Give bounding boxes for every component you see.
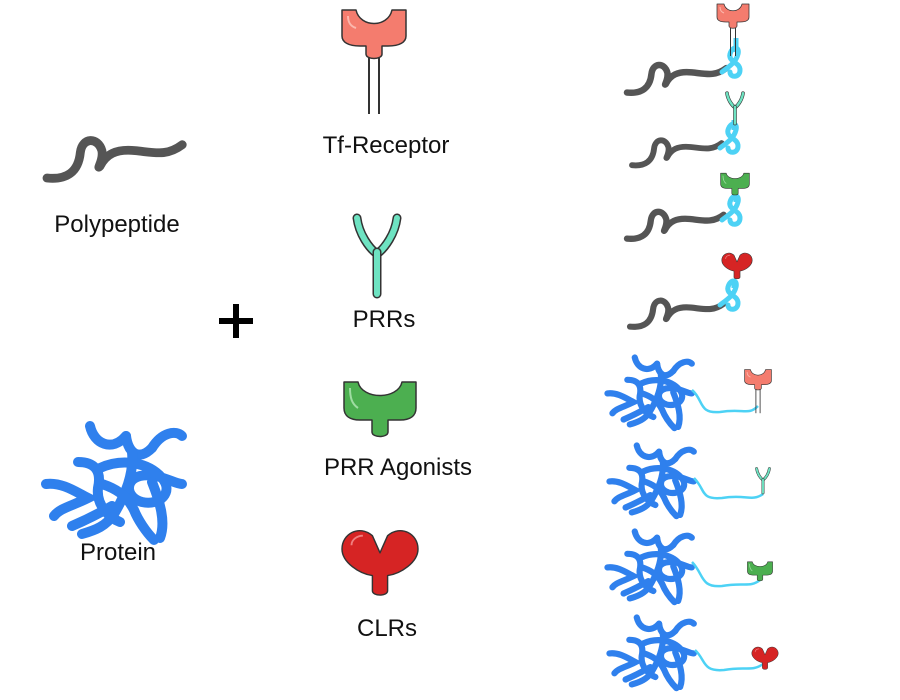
product-protein-prr (609, 445, 771, 516)
product-protein-prr-agonist (607, 531, 773, 602)
product-polypeptide-tf-receptor (627, 3, 750, 93)
product-polypeptide-prr (632, 91, 745, 165)
tf-receptor-icon (341, 9, 407, 115)
protein-label: Protein (79, 539, 157, 566)
product-polypeptide-prr-agonist (627, 172, 750, 239)
polypeptide-icon (47, 141, 182, 179)
prr-icon (357, 218, 397, 294)
prr-agonists-label: PRR Agonists (323, 454, 473, 481)
prrs-label: PRRs (352, 306, 416, 333)
protein-icon (46, 426, 182, 540)
clrs-label: CLRs (356, 615, 418, 642)
clr-icon (341, 529, 419, 597)
prr-agonist-icon (343, 381, 417, 438)
product-polypeptide-clr (630, 252, 753, 327)
product-protein-tf-receptor (607, 357, 772, 428)
plus-icon (219, 304, 253, 338)
tf-receptor-label: Tf-Receptor (322, 132, 450, 159)
polypeptide-label: Polypeptide (54, 211, 180, 238)
product-protein-clr (609, 617, 779, 688)
